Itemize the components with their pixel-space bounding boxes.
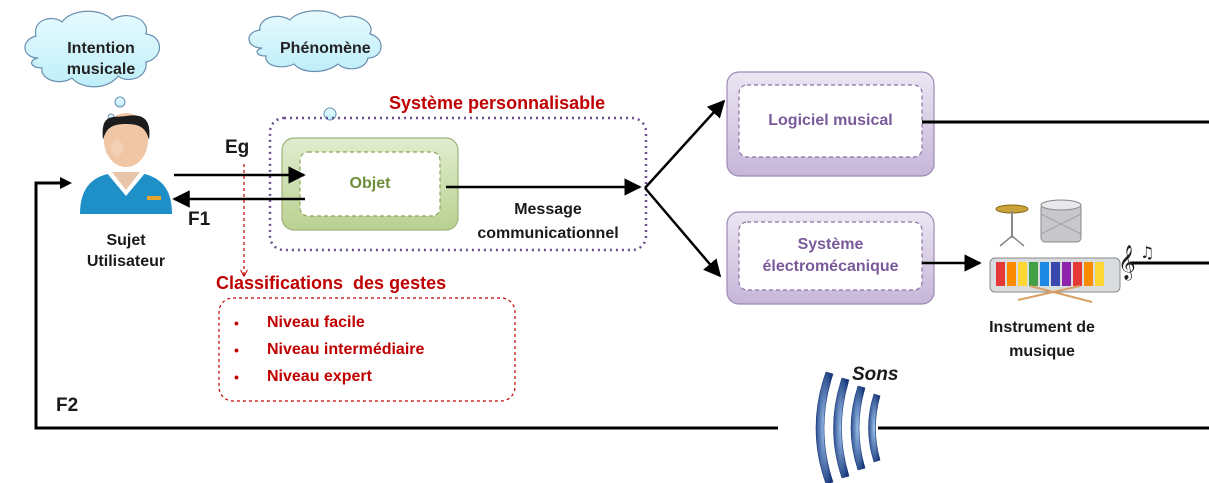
f2-arrowhead [60, 177, 72, 189]
svg-text:♫: ♫ [1140, 243, 1154, 262]
f1-label: F1 [188, 209, 211, 230]
instruments-illustration-icon: 𝄞 ♫ [989, 199, 1154, 303]
electromecanique-label-line2: électromécanique [762, 258, 899, 275]
logiciel-box [726, 71, 935, 177]
user-label: Sujet Utilisateur [80, 230, 172, 272]
cloud-intention-label: Intention musicale [60, 38, 142, 80]
cloud-intention-line2: musicale [66, 61, 136, 78]
cloud-phenomene-label: Phénomène [280, 40, 371, 57]
logiciel-label: Logiciel musical [768, 112, 893, 129]
f2-feedback-line [34, 181, 778, 430]
message-label-line2: communicationnel [477, 225, 619, 242]
f2-label: F2 [56, 395, 79, 416]
message-label-line1: Message [514, 201, 582, 218]
sons-label: Sons [852, 364, 899, 385]
svg-text:𝄞: 𝄞 [1118, 245, 1136, 281]
instrument-label: Instrument de musique [978, 316, 1106, 364]
classifications-list: Niveau facile Niveau intermédiaire Nivea… [234, 312, 424, 393]
user-avatar-icon [80, 113, 172, 214]
user-label-line1: Sujet [106, 232, 146, 249]
classifications-title: Classifications des gestes [216, 273, 447, 293]
objet-label: Objet [349, 175, 391, 192]
cloud-intention [24, 10, 161, 121]
electromecanique-box [726, 211, 935, 305]
cloud-intention-line1: Intention [67, 40, 135, 57]
systeme-title: Système personnalisable [389, 93, 606, 113]
instrument-label-line2: musique [1009, 343, 1075, 360]
to-electro-arrow [644, 187, 722, 278]
list-item: Niveau intermédiaire [234, 339, 424, 366]
electromecanique-label-line1: Système [797, 236, 864, 253]
objet-box [281, 137, 459, 231]
message-label: Message communicationnel [458, 198, 638, 246]
systeme-frame [268, 116, 648, 252]
to-logiciel-arrow [644, 99, 726, 189]
instrument-label-line1: Instrument de [989, 319, 1095, 336]
electromecanique-label: Système électromécanique [739, 234, 922, 278]
eg-label: Eg [225, 137, 250, 158]
user-label-line2: Utilisateur [86, 253, 166, 270]
list-item: Niveau expert [234, 366, 424, 393]
list-item: Niveau facile [234, 312, 424, 339]
sound-waves-icon [815, 371, 881, 483]
